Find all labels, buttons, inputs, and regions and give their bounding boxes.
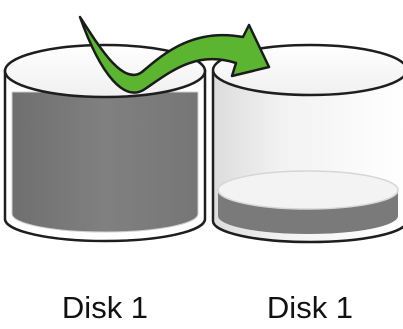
disk-left-contents <box>11 91 199 233</box>
disk-right-contents-surface <box>217 170 399 210</box>
disk-right-label: Disk 1 <box>267 290 353 325</box>
disk-left <box>3 43 207 243</box>
disk-left-label: Disk 1 <box>62 290 148 325</box>
curved-arrow-icon <box>78 15 271 94</box>
